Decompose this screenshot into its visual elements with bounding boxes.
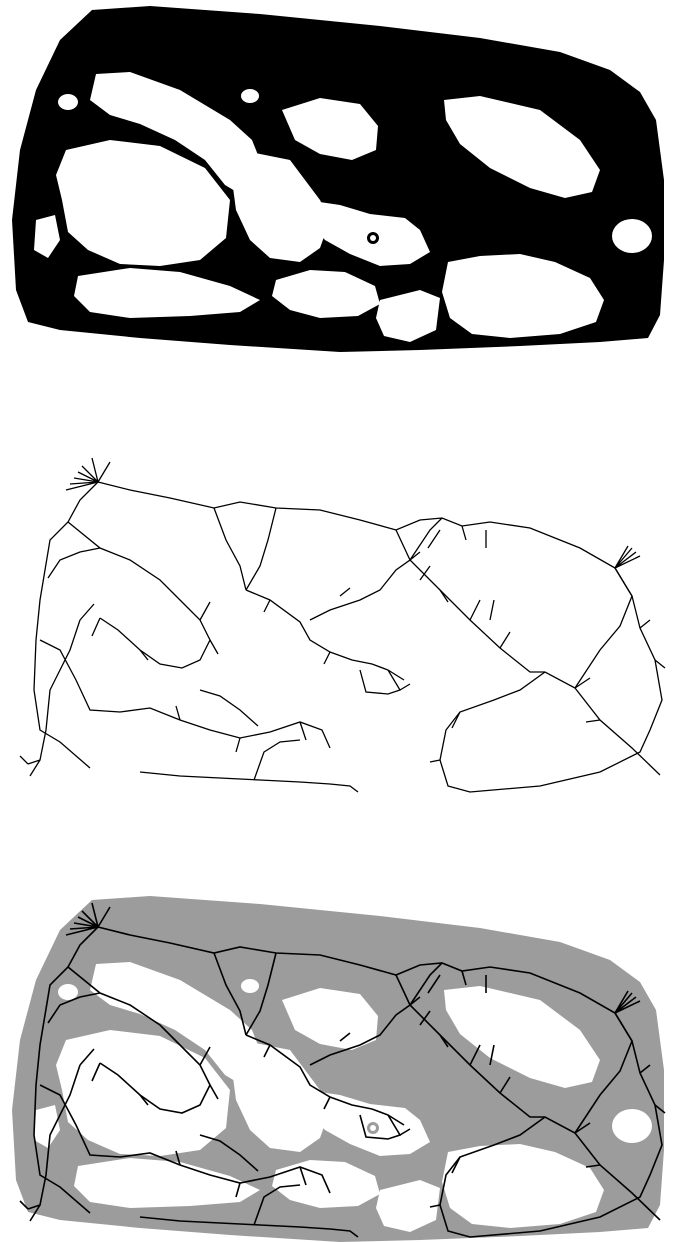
overlay-image — [0, 890, 685, 1242]
binary-mask-panel — [0, 0, 685, 355]
binary-mask-image — [0, 0, 685, 355]
skeleton-lines — [20, 458, 665, 792]
skeleton-image — [0, 445, 685, 805]
overlay-panel — [0, 890, 685, 1242]
skeleton-panel — [0, 445, 685, 805]
